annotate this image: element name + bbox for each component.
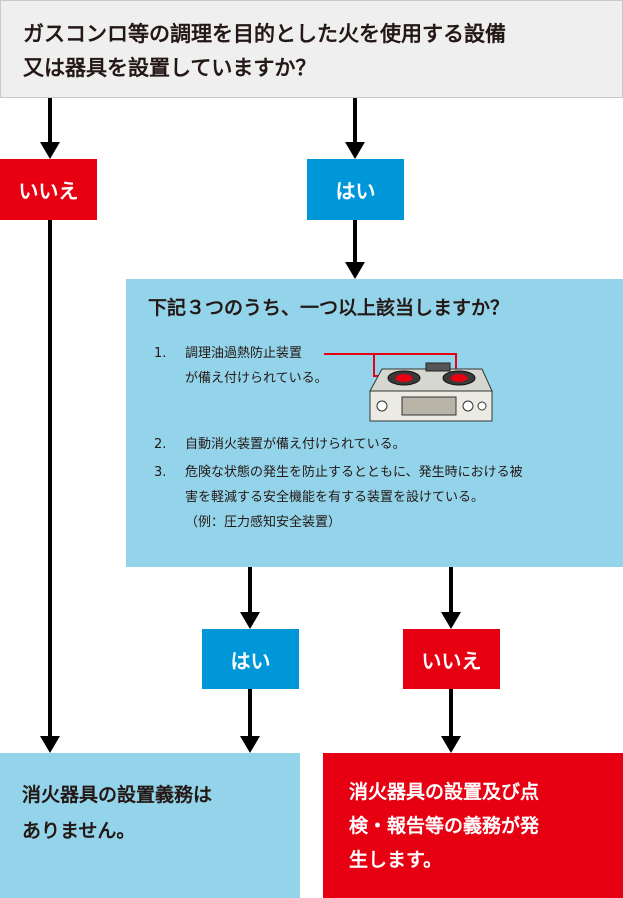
answer-second-yes-label: はい: [230, 648, 271, 673]
condition-3-number: 3.: [154, 465, 167, 480]
arrowhead-no-to-duty: [441, 736, 461, 753]
answer-second-yes: はい: [202, 629, 299, 689]
condition-2-line-1: 自動消火装置が備え付けられている。: [185, 437, 406, 452]
condition-2-number: 2.: [154, 437, 167, 452]
conditions-box: 下記３つのうち、一つ以上該当しますか？ 1. 調理油過熱防止装置 が備え付けられ…: [126, 279, 623, 567]
condition-3-line-2: 害を軽減する安全機能を有する装置を設けている。: [185, 490, 485, 505]
answer-first-no-label: いいえ: [18, 179, 79, 203]
answer-second-no-label: いいえ: [421, 648, 482, 673]
answer-first-yes: はい: [307, 159, 404, 220]
result-no-duty: 消火器具の設置義務は ありません。: [0, 753, 300, 898]
condition-3-line-3: （例：圧力感知安全装置）: [185, 515, 342, 530]
result-duty: 消火器具の設置及び点 検・報告等の義務が発 生します。: [323, 753, 623, 898]
arrowhead-yes-to-result: [240, 736, 260, 753]
arrowhead-conditions-to-no: [441, 612, 461, 629]
arrowhead-no-to-result: [40, 736, 60, 753]
question-line-2: 又は器具を設置していますか？: [23, 56, 317, 80]
condition-3-line-1: 危険な状態の発生を防止するとともに、発生時における被: [185, 465, 523, 480]
result-no-duty-line-2: ありません。: [22, 820, 136, 842]
result-duty-line-1: 消火器具の設置及び点: [349, 781, 540, 803]
result-duty-line-2: 検・報告等の義務が発: [349, 815, 540, 837]
question-line-1: ガスコンロ等の調理を目的とした火を使用する設備: [23, 22, 506, 46]
arrowhead-question-to-no: [40, 142, 60, 159]
arrowhead-question-to-yes: [345, 142, 365, 159]
condition-1-line-2: が備え付けられている。: [185, 371, 328, 386]
arrowhead-conditions-to-yes: [240, 612, 260, 629]
gas-stove-icon: [324, 353, 493, 422]
result-no-duty-line-1: 消火器具の設置義務は: [22, 784, 213, 806]
result-duty-line-3: 生します。: [349, 849, 443, 871]
question-box: ガスコンロ等の調理を目的とした火を使用する設備 又は器具を設置していますか？: [0, 0, 623, 98]
arrowhead-yes-to-conditions: [345, 262, 365, 279]
answer-first-yes-label: はい: [335, 179, 376, 203]
condition-1-number: 1.: [154, 346, 167, 361]
answer-first-no: いいえ: [0, 159, 97, 220]
condition-1-line-1: 調理油過熱防止装置: [185, 346, 303, 361]
answer-second-no: いいえ: [403, 629, 500, 689]
conditions-title: 下記３つのうち、一つ以上該当しますか？: [148, 297, 510, 319]
